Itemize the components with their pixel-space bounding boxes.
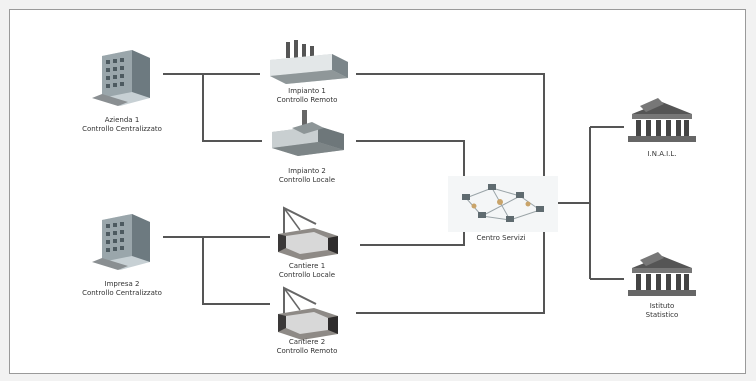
inail-node [624,98,700,148]
impresa2-label: Impresa 2 Controllo Centralizzato [82,280,162,298]
office-building-icon [92,214,150,270]
plant-icon [272,110,344,156]
istituto-node [624,252,700,302]
institution-building-icon [628,252,696,296]
impianto1-role: Controllo Remoto [276,96,338,104]
impianto2-name: Impianto 2 [288,167,326,175]
cantiere1-role: Controllo Locale [278,271,336,279]
inail-name: I.N.A.I.L. [647,150,677,158]
impresa2-node [88,212,158,276]
institution-building-icon [628,98,696,142]
impianto2-role: Controllo Locale [278,176,336,184]
cantiere1-name: Cantiere 1 [288,262,326,270]
construction-site-icon [278,206,338,260]
cantiere2-name: Cantiere 2 [288,338,326,346]
connector-cantiere2-centro [356,228,545,314]
cantiere2-node [270,280,350,344]
azienda1-name: Azienda 1 [104,116,140,124]
centro-servizi-node [448,176,558,236]
cantiere2-role: Controllo Remoto [276,347,338,355]
impresa2-role: Controllo Centralizzato [82,289,162,297]
azienda1-node [88,48,158,112]
istituto-role: Statistico [645,311,679,319]
azienda1-role: Controllo Centralizzato [82,125,162,133]
network-icon [448,176,558,232]
connector-impresa2-trunk [202,237,270,305]
connector-cantiere1-centro [360,228,465,246]
istituto-label: Istituto Statistico [646,302,679,320]
impianto2-node [262,108,352,164]
centro-name: Centro Servizi [476,234,526,242]
impianto1-node [262,38,352,92]
connector-impianto1-centro [356,73,545,180]
construction-site-icon [278,286,338,340]
cantiere1-node [270,200,350,264]
cantiere2-label: Cantiere 2 Controllo Remoto [277,338,338,356]
office-building-icon [92,50,150,106]
connector-impianto2-centro [356,140,465,180]
cantiere1-label: Cantiere 1 Controllo Locale [279,262,335,280]
inail-label: I.N.A.I.L. [647,150,676,159]
istituto-name: Istituto [649,302,675,310]
centro-label: Centro Servizi [477,234,526,243]
factory-icon [270,40,348,84]
impianto1-name: Impianto 1 [288,87,326,95]
impianto1-label: Impianto 1 Controllo Remoto [277,87,338,105]
connector-azienda1-trunk [202,74,262,142]
impianto2-label: Impianto 2 Controllo Locale [279,167,335,185]
azienda1-label: Azienda 1 Controllo Centralizzato [82,116,162,134]
impresa2-name: Impresa 2 [104,280,140,288]
